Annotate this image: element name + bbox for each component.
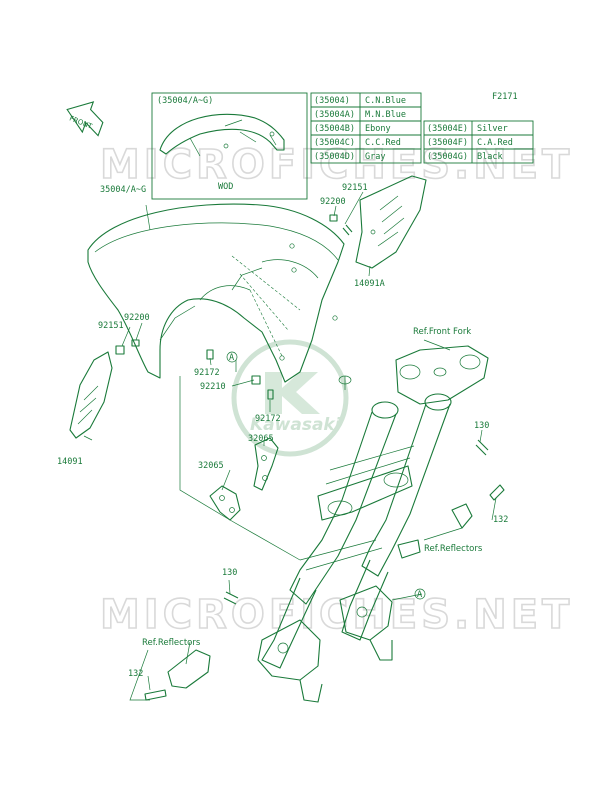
label-92210: 92210 — [200, 382, 226, 392]
label-92200-top: 92200 — [320, 197, 346, 207]
left-row-color-3: C.C.Red — [365, 138, 401, 148]
inset-title: (35004/A~G) — [157, 96, 213, 106]
left-row-color-0: C.N.Blue — [365, 96, 406, 106]
left-row-code-2: (35004B) — [314, 124, 355, 134]
cover-14091 — [69, 351, 113, 439]
bolt-130-left — [223, 591, 239, 605]
bolt-132-left — [144, 689, 167, 701]
label-92172-b: 92172 — [255, 414, 281, 424]
left-row-code-0: (35004) — [314, 96, 350, 106]
label-92200-left: 92200 — [124, 313, 150, 323]
front-fork — [257, 345, 489, 703]
right-row-color-1: C.A.Red — [477, 138, 513, 148]
label-32065-b: 32065 — [198, 461, 224, 471]
label-130-left: 130 — [222, 568, 237, 578]
inset-caption: WOD — [218, 182, 233, 192]
logo-text: Kawasaki — [250, 415, 342, 435]
callout-a-1: A — [226, 351, 238, 363]
bolt-92172-a — [206, 349, 214, 360]
right-row-code-1: (35004F) — [427, 138, 468, 148]
right-row-color-0: Silver — [477, 124, 508, 134]
left-row-color-4: Gray — [365, 152, 385, 162]
label-14091a: 14091A — [354, 279, 385, 289]
label-ref-reflectors-left: Ref.Reflectors — [142, 638, 201, 648]
label-92151-top: 92151 — [342, 183, 368, 193]
color-table-right: (35004E) Silver (35004F) C.A.Red (35004G) Bla… — [423, 120, 534, 164]
leader-lines — [83, 191, 497, 701]
nut-92210 — [251, 375, 261, 385]
bracket-32065-a — [253, 437, 279, 491]
label-ref-reflectors-right: Ref.Reflectors — [424, 544, 483, 554]
label-132-left: 132 — [128, 669, 143, 679]
bolt-132-right — [489, 484, 505, 501]
bolt-92172-b — [267, 389, 274, 400]
left-row-code-4: (35004D) — [314, 152, 355, 162]
bolt-92200-top — [329, 214, 338, 222]
right-row-code-0: (35004E) — [427, 124, 468, 134]
svg-text:A: A — [417, 590, 422, 600]
right-row-color-2: Black — [477, 152, 503, 162]
bolt-92151-left — [115, 345, 125, 355]
callout-a-2: A — [414, 588, 426, 600]
label-132-right: 132 — [493, 515, 508, 525]
bolt-130-right — [475, 439, 489, 456]
bolt-92151-top — [342, 224, 353, 236]
cover-14091a — [355, 175, 427, 269]
label-ref-front-fork: Ref.Front Fork — [413, 327, 471, 337]
figure-code: F2171 — [492, 92, 518, 102]
color-table-left: (35004) C.N.Blue (35004A) M.N.Blue (35004B) E… — [310, 92, 422, 164]
left-row-color-1: M.N.Blue — [365, 110, 406, 120]
left-row-code-1: (35004A) — [314, 110, 355, 120]
label-35004: 35004/A~G — [100, 185, 146, 195]
inset-box: (35004/A~G) WOD — [151, 92, 308, 200]
reflector-right — [451, 503, 473, 529]
label-130-right: 130 — [474, 421, 489, 431]
front-arrow-icon: FRONT — [66, 101, 104, 137]
reflector-left — [167, 649, 211, 689]
label-92151-left: 92151 — [98, 321, 124, 331]
front-fender — [87, 203, 345, 383]
svg-text:A: A — [229, 353, 234, 363]
label-32065-a: 32065 — [248, 434, 274, 444]
label-92172-a: 92172 — [194, 368, 220, 378]
left-row-code-3: (35004C) — [314, 138, 355, 148]
bracket-32065-b — [209, 485, 241, 521]
hardware — [115, 214, 505, 701]
right-row-code-2: (35004G) — [427, 152, 468, 162]
bolt-92200-left — [131, 339, 140, 347]
left-row-color-2: Ebony — [365, 124, 391, 134]
label-14091: 14091 — [57, 457, 83, 467]
kawasaki-logo: Kawasaki — [231, 339, 349, 457]
watermark-bottom: MICROFICHES.NET — [100, 592, 573, 638]
